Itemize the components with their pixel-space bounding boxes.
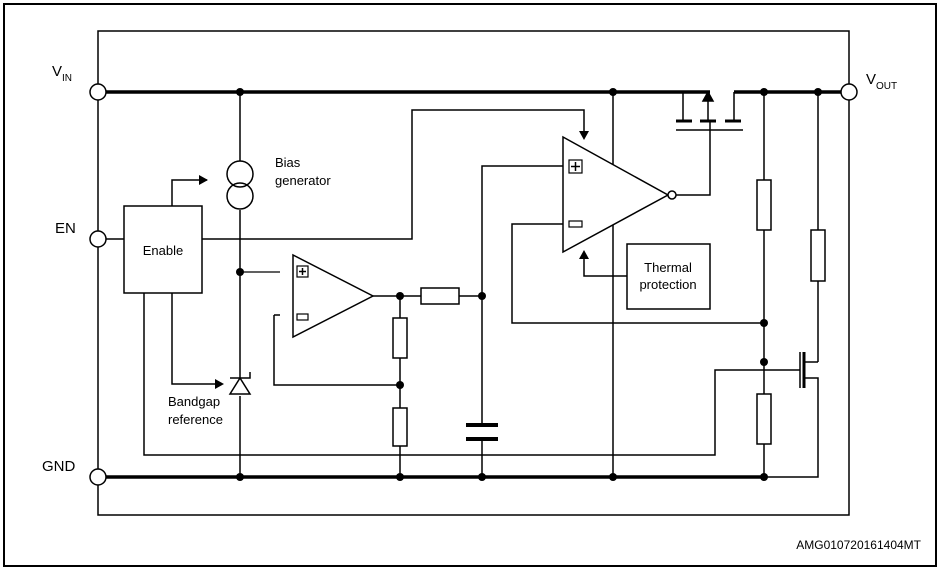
bias-current-source-icon [226, 160, 254, 188]
buffer-opamp [292, 253, 375, 339]
series-resistor [420, 287, 460, 305]
feedback-resistor-top [756, 179, 772, 231]
vin-pin [89, 83, 107, 101]
pass-transistor-icon [676, 90, 743, 131]
vin-label: VIN [52, 63, 72, 84]
minus-icon [568, 220, 583, 228]
junction-dots [236, 88, 822, 481]
bandgap-label-1: Bandgap [168, 394, 220, 409]
en-label: EN [55, 220, 76, 237]
ic-outline [97, 30, 850, 516]
bias-label-2: generator [275, 173, 331, 188]
thermal-label-1: Thermal [644, 260, 692, 275]
resistors [392, 179, 826, 447]
discharge-transistor-icon [799, 352, 806, 388]
capacitor-icon [466, 423, 498, 441]
gnd-label: GND [42, 458, 76, 475]
plus-icon [568, 159, 583, 174]
thermal-label-2: protection [639, 277, 696, 292]
pins [89, 83, 858, 486]
minus-icon [296, 313, 309, 321]
discharge-resistor [810, 229, 826, 282]
divider-resistor-bottom [392, 407, 408, 447]
vout-label: VOUT [866, 71, 897, 92]
enable-label: Enable [143, 243, 183, 258]
error-opamp [562, 135, 670, 254]
outer-frame [3, 3, 937, 567]
divider-resistor-top [392, 317, 408, 359]
gnd-pin [89, 468, 107, 486]
document-code: AMG010720161404MT [796, 538, 921, 552]
enable-block [123, 205, 203, 294]
bias-label-1: Bias [275, 155, 301, 170]
inverting-output-icon [667, 190, 677, 200]
arrowheads [199, 131, 589, 389]
thermal-protection-block [626, 243, 711, 310]
en-pin [89, 230, 107, 248]
feedback-resistor-bottom [756, 393, 772, 445]
vout-pin [840, 83, 858, 101]
plus-icon [296, 265, 309, 278]
bandgap-label-2: reference [168, 412, 223, 427]
bandgap-zener-icon [228, 372, 252, 395]
